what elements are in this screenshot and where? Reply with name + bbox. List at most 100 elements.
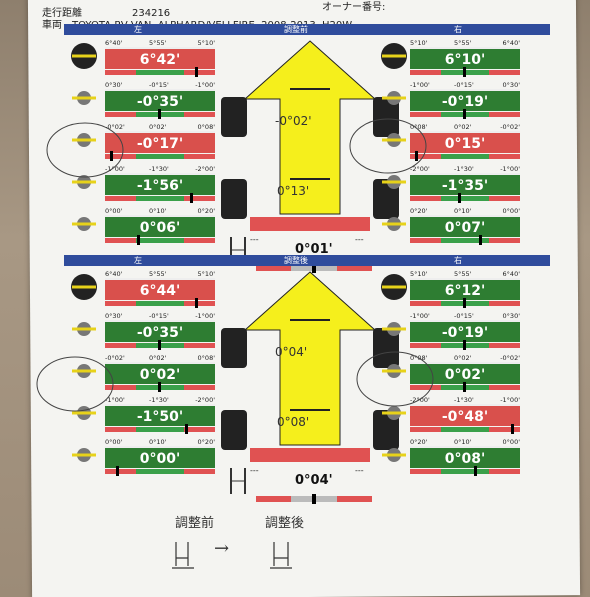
after-right-wheel-icon [382, 364, 406, 378]
after-rear-toe: 0°08' [277, 415, 310, 429]
before-right-label: 右 [454, 25, 462, 34]
before-left-wheel-icon [72, 133, 96, 147]
after-left_rows-2-scale: -0°02' 0°02' 0°08' [105, 354, 215, 362]
after-left-wheel-icon [71, 274, 97, 300]
after-thrust-left-mark: --- [250, 466, 259, 475]
after-left_rows-0-marker [195, 298, 198, 308]
before-left_rows-2-range [105, 151, 215, 161]
after-right_rows-1-value: -0°19' [410, 320, 520, 342]
before-right_rows-2-scale: 0°08' 0°02' -0°02' [410, 123, 520, 131]
before-left-wheel-icon [71, 43, 97, 69]
after-left-wheel-icon [72, 406, 96, 420]
before-right_rows-4-range [410, 235, 520, 245]
after-vehicle-arrow [221, 271, 399, 462]
before-right_rows-0-range [410, 67, 520, 77]
before-right_rows-2-value: 0°15' [410, 131, 520, 153]
before-left_rows-0-marker [195, 67, 198, 77]
before-right_rows-4-marker [479, 235, 482, 245]
before-left_rows-3-value: -1°56' [105, 173, 215, 195]
after-title: 調整後 [284, 256, 308, 265]
before-left_rows-3-range [105, 193, 215, 203]
before-right-wheel-icon [382, 217, 406, 231]
after-left_rows-2-range [105, 382, 215, 392]
after-left_rows-2-value: 0°02' [105, 362, 215, 384]
after-right-wheel-icon [382, 406, 406, 420]
before-left_rows-2-marker [110, 151, 113, 161]
header-owner: オーナー番号: [322, 2, 386, 13]
after-right-wheel-icon [382, 448, 406, 462]
after-left_rows-1-range [105, 340, 215, 350]
before-right_rows-2-range [410, 151, 520, 161]
after-left_rows-1-value: -0°35' [105, 320, 215, 342]
after-right_rows-0-scale: 5°10' 5°55' 6°40' [410, 270, 520, 278]
after-right_rows-4-range [410, 466, 520, 476]
handwritten-after-label: 調整後 [265, 516, 305, 531]
after-right_rows-3-value: -0°48' [410, 404, 520, 426]
after-left_rows-4-range [105, 466, 215, 476]
handwritten-before-label: 調整前 [175, 516, 215, 531]
before-left_rows-4-scale: 0°00' 0°10' 0°20' [105, 207, 215, 215]
before-rear-toe: 0°13' [277, 184, 310, 198]
after-right_rows-2-value: 0°02' [410, 362, 520, 384]
before-right_rows-3-marker [458, 193, 461, 203]
after-thrust-icon [230, 468, 246, 494]
before-left-wheel-icon [72, 91, 96, 105]
before-left_rows-1-marker [158, 109, 161, 119]
before-left_rows-4-range [105, 235, 215, 245]
after-left_rows-4-marker [116, 466, 119, 476]
before-right_rows-3-range [410, 193, 520, 203]
after-right_rows-1-scale: -1°00' -0°15' 0°30' [410, 312, 520, 320]
before-right_rows-0-marker [463, 67, 466, 77]
before-left-wheel-icon [72, 217, 96, 231]
after-right_rows-0-value: 6°12' [410, 278, 520, 300]
before-title-bar: 左 調整前 右 [64, 24, 550, 35]
before-right_rows-4-scale: 0°20' 0°10' 0°00' [410, 207, 520, 215]
after-title-bar: 左 調整後 右 [64, 255, 550, 266]
after-left_rows-3-scale: -1°00' -1°30' -2°00' [105, 396, 215, 404]
after-left_rows-1-marker [158, 340, 161, 350]
after-front-toe: 0°04' [275, 345, 308, 359]
after-right-wheel-icon [382, 322, 406, 336]
after-right_rows-3-range [410, 424, 520, 434]
before-left-label: 左 [134, 25, 142, 34]
before-left_rows-2-value: -0°17' [105, 131, 215, 153]
after-right_rows-4-value: 0°08' [410, 446, 520, 468]
after-right_rows-1-range [410, 340, 520, 350]
after-right-label: 右 [454, 256, 462, 265]
before-front-toe: -0°02' [275, 114, 312, 128]
before-left_rows-1-scale: 0°30' -0°15' -1°00' [105, 81, 215, 89]
after-left-wheel-icon [72, 322, 96, 336]
before-right_rows-0-value: 6°10' [410, 47, 520, 69]
after-left_rows-4-value: 0°00' [105, 446, 215, 468]
before-right_rows-1-scale: -1°00' -0°15' 0°30' [410, 81, 520, 89]
after-left_rows-3-value: -1°50' [105, 404, 215, 426]
before-thrust-angle: 0°01' [295, 242, 333, 257]
handwritten-arrow: → [214, 538, 230, 559]
before-right-wheel-icon [382, 91, 406, 105]
before-left_rows-0-range [105, 67, 215, 77]
before-right_rows-2-marker [415, 151, 418, 161]
before-left_rows-4-value: 0°06' [105, 215, 215, 237]
after-right_rows-3-marker [511, 424, 514, 434]
after-right_rows-1-marker [463, 340, 466, 350]
before-right_rows-0-scale: 5°10' 5°55' 6°40' [410, 39, 520, 47]
before-left_rows-1-value: -0°35' [105, 89, 215, 111]
before-title: 調整前 [284, 25, 308, 34]
after-thrust-range [256, 494, 372, 504]
before-thrust-right-mark: --- [355, 235, 364, 244]
after-right_rows-2-scale: 0°08' 0°02' -0°02' [410, 354, 520, 362]
before-thrust-marker [312, 263, 316, 273]
before-right-wheel-icon [382, 133, 406, 147]
after-thrust-right-mark: --- [355, 466, 364, 475]
after-left-wheel-icon [72, 364, 96, 378]
after-left_rows-0-range [105, 298, 215, 308]
after-right_rows-3-scale: -2°00' -1°30' -1°00' [410, 396, 520, 404]
after-right_rows-2-marker [463, 382, 466, 392]
after-right_rows-0-range [410, 298, 520, 308]
before-left_rows-4-marker [137, 235, 140, 245]
before-left_rows-3-scale: -1°00' -1°30' -2°00' [105, 165, 215, 173]
before-right_rows-3-scale: -2°00' -1°30' -1°00' [410, 165, 520, 173]
after-left_rows-3-marker [185, 424, 188, 434]
before-right_rows-1-value: -0°19' [410, 89, 520, 111]
